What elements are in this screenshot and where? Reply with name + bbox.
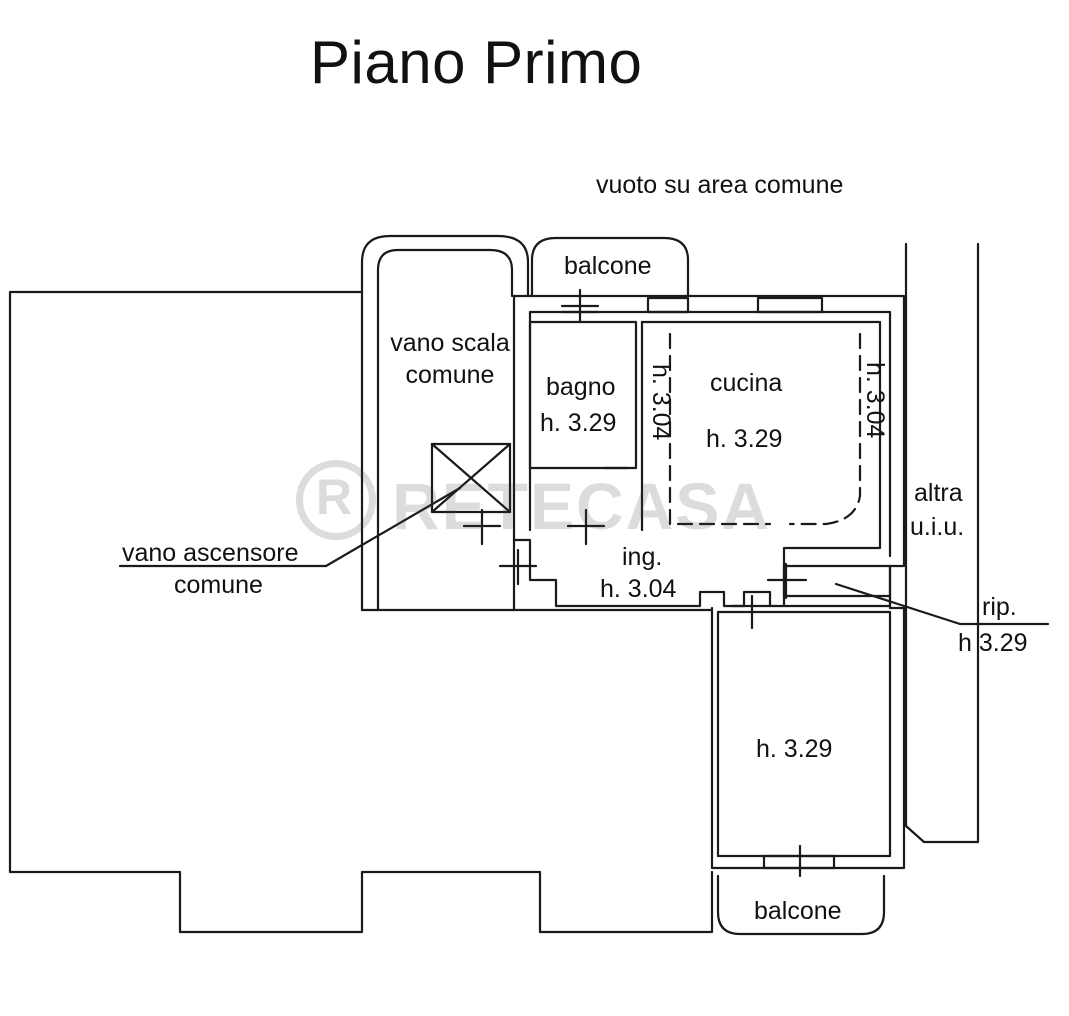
kitchen-height-label: h. 3.29 <box>706 425 783 453</box>
ceiling-height-left: h. 3.04 <box>647 364 675 441</box>
door-marker-5 <box>766 562 808 600</box>
other-unit-line2: u.i.u. <box>910 513 965 541</box>
room-height-label: h. 3.29 <box>756 735 833 763</box>
lift-cross-2 <box>430 442 512 514</box>
left-building-outline <box>8 290 714 934</box>
stair-well-inner <box>376 248 514 612</box>
window-kitchen-2 <box>756 296 824 314</box>
entrance-height-label: h. 3.04 <box>600 575 677 603</box>
adjacent-unit-outline <box>904 242 980 844</box>
storage-walls <box>782 564 892 608</box>
door-marker-4 <box>730 594 772 630</box>
balcony-bottom-outline <box>716 874 886 936</box>
ceiling-height-right: h. 3.04 <box>861 362 889 439</box>
door-marker-3 <box>462 508 502 546</box>
storage-label: rip. <box>982 593 1017 621</box>
bath-label: bagno <box>546 373 616 401</box>
lift-shaft <box>430 442 512 514</box>
kitchen-label: cucina <box>710 369 783 397</box>
balcony-top-label: balcone <box>564 252 652 280</box>
window-bath <box>560 288 600 324</box>
kitchen-walls <box>640 320 892 598</box>
door-marker-1 <box>498 548 538 586</box>
stair-label-line1: vano scala <box>390 329 510 357</box>
lower-room-walls <box>716 610 892 858</box>
window-bottom <box>762 844 836 878</box>
void-area-label: vuoto su area comune <box>596 171 844 199</box>
ceiling-dashed-line <box>668 332 862 526</box>
storage-leader-line <box>834 582 962 626</box>
balcony-top-outline <box>530 236 690 298</box>
bathroom-walls <box>528 320 638 470</box>
lift-label-line1: vano ascensore <box>122 539 299 567</box>
bath-height-label: h. 3.29 <box>540 409 617 437</box>
window-kitchen-1 <box>646 296 690 314</box>
storage-height-label: h 3.29 <box>958 629 1028 657</box>
stair-well-outline <box>360 234 530 612</box>
balcony-bottom-label: balcone <box>754 897 842 925</box>
stair-label-line2: comune <box>405 361 495 389</box>
other-unit-line1: altra <box>914 479 963 507</box>
lift-label-line2: comune <box>174 571 263 599</box>
entrance-label: ing. <box>622 543 663 571</box>
door-marker-2 <box>566 508 606 546</box>
lift-leader-diagonal <box>324 486 462 568</box>
entrance-walls <box>512 538 786 608</box>
plan-title: Piano Primo <box>310 29 643 96</box>
